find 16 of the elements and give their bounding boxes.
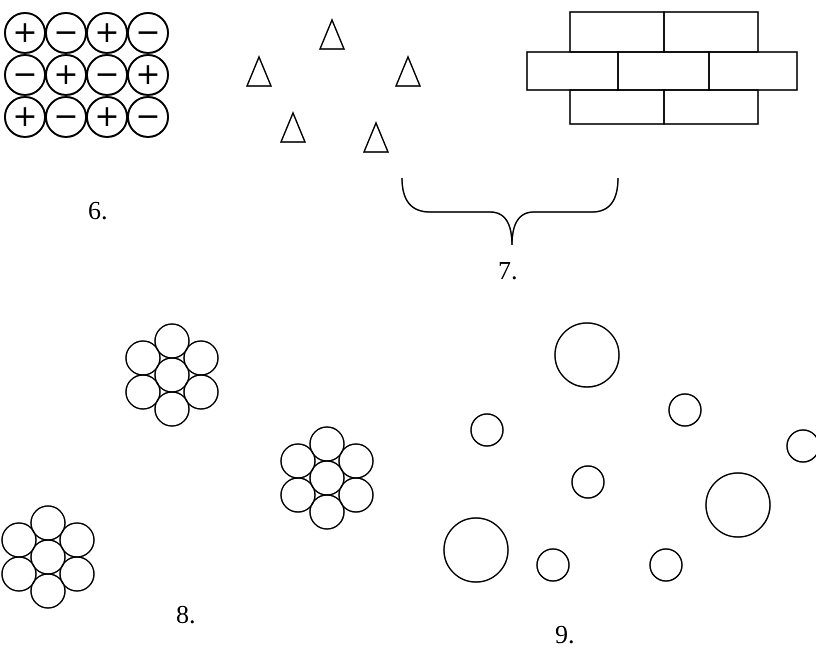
figure-number: 9. [555,620,574,650]
ion-circle: + [4,12,46,54]
figure-number: 7. [498,256,518,286]
ion-circle: − [86,54,128,96]
ion-circle: − [127,12,169,54]
ion-circle: + [86,12,128,54]
figure-number: 8. [176,600,196,630]
ion-circle: + [45,54,87,96]
ion-circle: − [4,54,46,96]
ion-circle: + [127,54,169,96]
ion-circle: − [127,96,169,138]
ion-circle: + [4,96,46,138]
figure-number: 6. [88,196,108,226]
ion-circle: + [86,96,128,138]
ion-circle: − [45,96,87,138]
ion-circle: − [45,12,87,54]
